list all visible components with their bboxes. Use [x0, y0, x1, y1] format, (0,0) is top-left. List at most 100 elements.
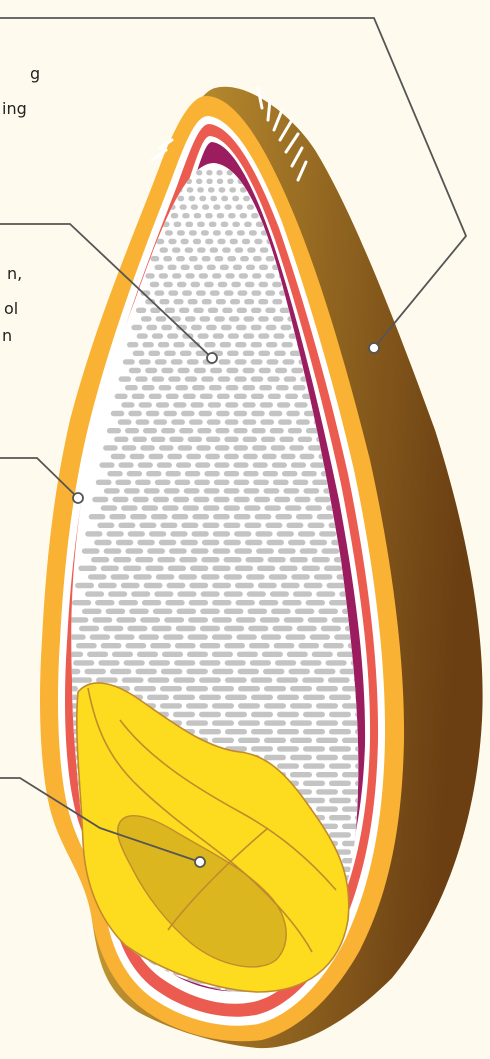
aleurone-marker — [73, 493, 83, 503]
starch-cell — [293, 480, 309, 485]
starch-cell — [165, 308, 175, 313]
starch-cell — [262, 652, 283, 657]
starch-cell — [216, 299, 226, 304]
starch-cell — [159, 299, 169, 304]
starch-cell — [189, 256, 198, 261]
starch-cell — [226, 368, 238, 373]
starch-cell — [174, 299, 184, 304]
starch-cell — [267, 540, 285, 545]
starch-cell — [124, 660, 145, 665]
starch-cell — [251, 290, 261, 295]
starch-cell — [104, 488, 120, 493]
starch-cell — [246, 557, 264, 562]
starch-cell — [134, 686, 156, 691]
starch-cell — [252, 273, 261, 278]
starch-cell — [261, 634, 281, 639]
starch-cell — [238, 290, 248, 295]
starch-cell — [277, 763, 299, 768]
starch-cell — [139, 402, 152, 407]
starch-cell — [243, 333, 254, 338]
starch-cell — [156, 316, 167, 321]
starch-cell — [234, 394, 247, 399]
starch-cell — [159, 540, 177, 545]
starch-cell — [266, 342, 277, 347]
starch-cell — [213, 230, 221, 235]
starch-cell — [314, 669, 336, 674]
starch-cell — [264, 755, 286, 760]
starch-cell — [310, 540, 328, 545]
starch-cell — [216, 411, 230, 416]
starch-cell — [282, 342, 293, 347]
starch-cell — [228, 333, 239, 338]
starch-cell — [296, 514, 313, 519]
starch-cell — [310, 462, 325, 467]
starch-cell — [258, 351, 270, 356]
starch-cell — [119, 376, 132, 381]
starch-cell — [262, 454, 277, 459]
starch-cell — [199, 660, 220, 665]
starch-cell — [185, 376, 198, 381]
starch-cell — [56, 927, 78, 932]
starch-cell — [268, 394, 281, 399]
starch-cell — [131, 591, 150, 596]
starch-cell — [268, 557, 286, 562]
starch-cell — [213, 497, 229, 502]
starch-cell — [291, 574, 310, 579]
starch-cell — [221, 196, 228, 201]
starch-cell — [243, 196, 250, 201]
starch-cell — [199, 712, 221, 717]
starch-cell — [303, 488, 319, 493]
starch-cell — [202, 540, 220, 545]
starch-cell — [251, 359, 263, 364]
starch-cell — [273, 316, 284, 321]
starch-cell — [201, 591, 220, 596]
starch-cell — [185, 316, 196, 321]
starch-cell — [252, 428, 266, 433]
starch-cell — [168, 290, 178, 295]
starch-cell — [127, 342, 138, 347]
starch-cell — [156, 402, 169, 407]
starch-cell — [56, 910, 78, 915]
starch-cell — [293, 591, 312, 596]
starch-cell — [225, 677, 247, 682]
starch-cell — [127, 471, 142, 476]
starch-cell — [131, 325, 142, 330]
starch-cell — [186, 454, 201, 459]
starch-cell — [156, 574, 175, 579]
starch-cell — [212, 583, 231, 588]
starch-cell — [165, 230, 173, 235]
starch-cell — [187, 187, 194, 192]
starch-cell — [199, 411, 213, 416]
starch-cell — [300, 660, 321, 665]
starch-cell — [209, 385, 222, 390]
starch-cell — [244, 488, 260, 493]
starch-cell — [185, 247, 194, 252]
starch-cell — [234, 497, 250, 502]
starch-cell — [139, 523, 156, 528]
starch-cell — [194, 368, 206, 373]
starch-cell — [169, 548, 187, 553]
starch-cell — [298, 531, 315, 536]
starch-cell — [233, 462, 248, 467]
starch-cell — [194, 213, 202, 218]
starch-cell — [205, 454, 220, 459]
starch-cell — [82, 978, 104, 983]
starch-cell — [220, 265, 229, 270]
starch-cell — [224, 290, 234, 295]
starch-cell — [257, 566, 275, 571]
starch-cell — [177, 609, 197, 614]
starch-cell — [142, 505, 159, 510]
starch-cell — [173, 402, 186, 407]
starch-cell — [146, 411, 160, 416]
starch-cell — [243, 471, 258, 476]
starch-cell — [95, 600, 114, 605]
starch-cell — [236, 617, 256, 622]
starch-cell — [193, 497, 209, 502]
starch-cell — [284, 376, 297, 381]
starch-cell — [285, 634, 305, 639]
starch-cell — [133, 437, 147, 442]
starch-cell — [129, 368, 141, 373]
starch-cell — [230, 299, 240, 304]
starch-cell — [103, 626, 123, 631]
starch-cell — [90, 634, 110, 639]
